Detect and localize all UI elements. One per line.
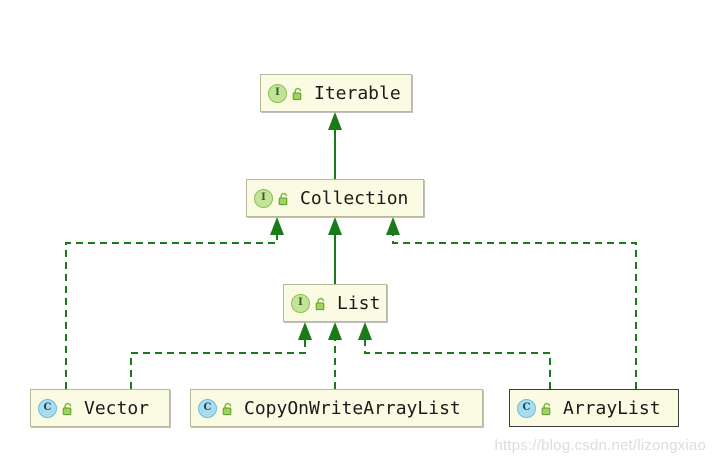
- uml-node-arraylist[interactable]: C ArrayList: [509, 389, 679, 427]
- edge-list-extends-collection: [328, 217, 342, 284]
- edge-vector-implements-list: [130, 322, 312, 389]
- edge-copyonwritearraylist-implements-list: [328, 322, 342, 389]
- watermark-text: https://blog.csdn.net/lizongxiao: [494, 437, 706, 454]
- uml-node-vector[interactable]: C Vector: [30, 389, 170, 427]
- uml-node-iterable[interactable]: I Iterable: [260, 74, 412, 112]
- edge-arraylist-implements-list: [358, 322, 551, 389]
- unlocked-padlock-icon: [278, 191, 290, 206]
- unlocked-padlock-icon: [222, 401, 234, 416]
- interface-icon: I: [254, 188, 273, 208]
- unlocked-padlock-icon: [315, 296, 327, 311]
- uml-node-label: Vector: [84, 397, 150, 419]
- uml-node-label: ArrayList: [563, 397, 661, 419]
- unlocked-padlock-icon: [541, 401, 553, 416]
- interface-icon: I: [291, 293, 310, 313]
- unlocked-padlock-icon: [292, 86, 304, 101]
- uml-node-list[interactable]: I List: [283, 284, 387, 322]
- uml-node-label: Collection: [300, 187, 409, 209]
- uml-node-collection[interactable]: I Collection: [246, 179, 424, 217]
- uml-node-copyonwritearraylist[interactable]: C CopyOnWriteArrayList: [190, 389, 483, 427]
- class-icon: C: [517, 398, 536, 418]
- uml-node-label: Iterable: [314, 82, 401, 104]
- edge-vector-implements-collection: [65, 217, 284, 389]
- interface-icon: I: [268, 83, 287, 103]
- edge-arraylist-implements-collection: [386, 217, 637, 389]
- edge-collection-extends-iterable: [328, 112, 342, 179]
- class-icon: C: [38, 398, 57, 418]
- uml-node-label: CopyOnWriteArrayList: [244, 397, 461, 419]
- unlocked-padlock-icon: [62, 401, 74, 416]
- uml-node-label: List: [337, 292, 381, 314]
- class-icon: C: [198, 398, 217, 418]
